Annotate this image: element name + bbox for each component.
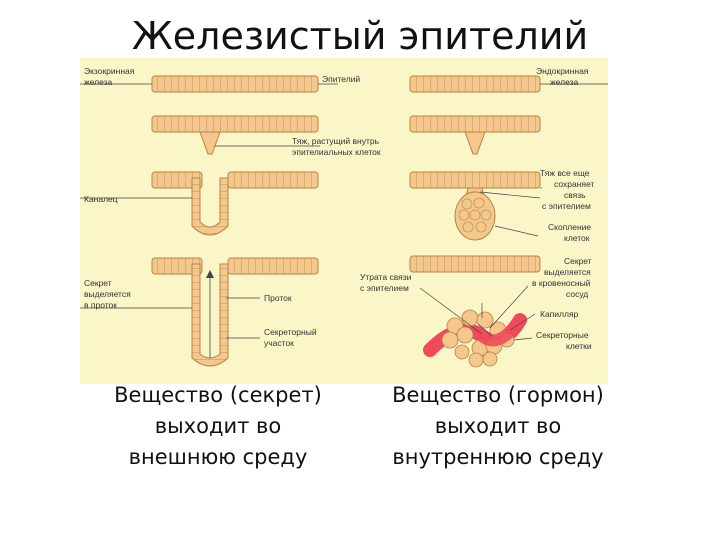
label-strand-connected-1: Тяж все еще (540, 168, 590, 178)
labels: Экзокринная железа Эпителий Эндокринная … (84, 66, 594, 351)
label-capillary: Капилляр (540, 309, 579, 319)
label-endocrine-2: железа (550, 77, 579, 87)
label-duct: Каналец (84, 194, 118, 204)
label-lumen: Проток (264, 293, 292, 303)
label-secret-duct-2: выделяется (84, 289, 131, 299)
label-exocrine-1: Экзокринная (84, 66, 135, 76)
label-cluster-2: клеток (564, 233, 590, 243)
caption-left-line-3: внешнюю среду (128, 445, 308, 469)
label-lost-connection-2: с эпителием (360, 283, 409, 293)
label-secretory-part-1: Секреторный (264, 327, 317, 337)
label-secret-vessel-2: выделяется (544, 267, 591, 277)
endocrine-stage-4 (409, 255, 541, 368)
label-strand-2: эпителиальных клеток (292, 147, 381, 157)
caption-right-line-1: Вещество (гормон) (392, 383, 604, 407)
label-epithelium: Эпителий (322, 74, 360, 84)
caption-right-line-3: внутреннюю среду (392, 445, 604, 469)
label-secret-duct-1: Секрет (84, 278, 112, 288)
label-strand-connected-3: связь (564, 190, 586, 200)
exocrine-stage-4 (151, 257, 319, 367)
label-secret-vessel-1: Секрет (564, 256, 592, 266)
label-secret-duct-3: в проток (84, 300, 117, 310)
endocrine-stage-1 (409, 75, 541, 93)
leader-lines (80, 83, 608, 341)
label-secret-vessel-3: в кровеносный (532, 278, 591, 288)
label-secretory-part-2: участок (264, 338, 294, 348)
slide-title: Железистый эпителий (131, 14, 589, 58)
label-strand-1: Тяж, растущий внутрь (292, 136, 380, 146)
exocrine-stage-3 (151, 171, 319, 236)
caption-right-line-2: выходит во (434, 414, 562, 438)
caption-exocrine: Вещество (секрет) выходит во внешнюю сре… (58, 380, 378, 473)
label-secret-vessel-4: сосуд (566, 289, 588, 299)
endocrine-stage-3 (409, 171, 541, 241)
label-strand-connected-4: с эпителием (542, 201, 591, 211)
capillary-vessel-front (476, 314, 526, 347)
caption-left-line-1: Вещество (секрет) (114, 383, 322, 407)
label-cluster-1: Скопление (548, 222, 591, 232)
exocrine-stage-1 (151, 75, 319, 93)
label-lost-connection-1: Утрата связи (360, 272, 412, 282)
endocrine-stage-2 (409, 115, 541, 155)
label-endocrine-1: Эндокринная (536, 66, 589, 76)
label-secretory-cells-2: клетки (566, 341, 592, 351)
label-secretory-cells-1: Секреторные (536, 330, 589, 340)
exocrine-stage-2 (151, 115, 319, 155)
label-exocrine-2: железа (84, 77, 113, 87)
gland-diagram: Экзокринная железа Эпителий Эндокринная … (80, 58, 608, 384)
caption-endocrine: Вещество (гормон) выходит во внутреннюю … (338, 380, 658, 473)
label-strand-connected-2: сохраняет (554, 179, 594, 189)
caption-left-line-2: выходит во (154, 414, 282, 438)
